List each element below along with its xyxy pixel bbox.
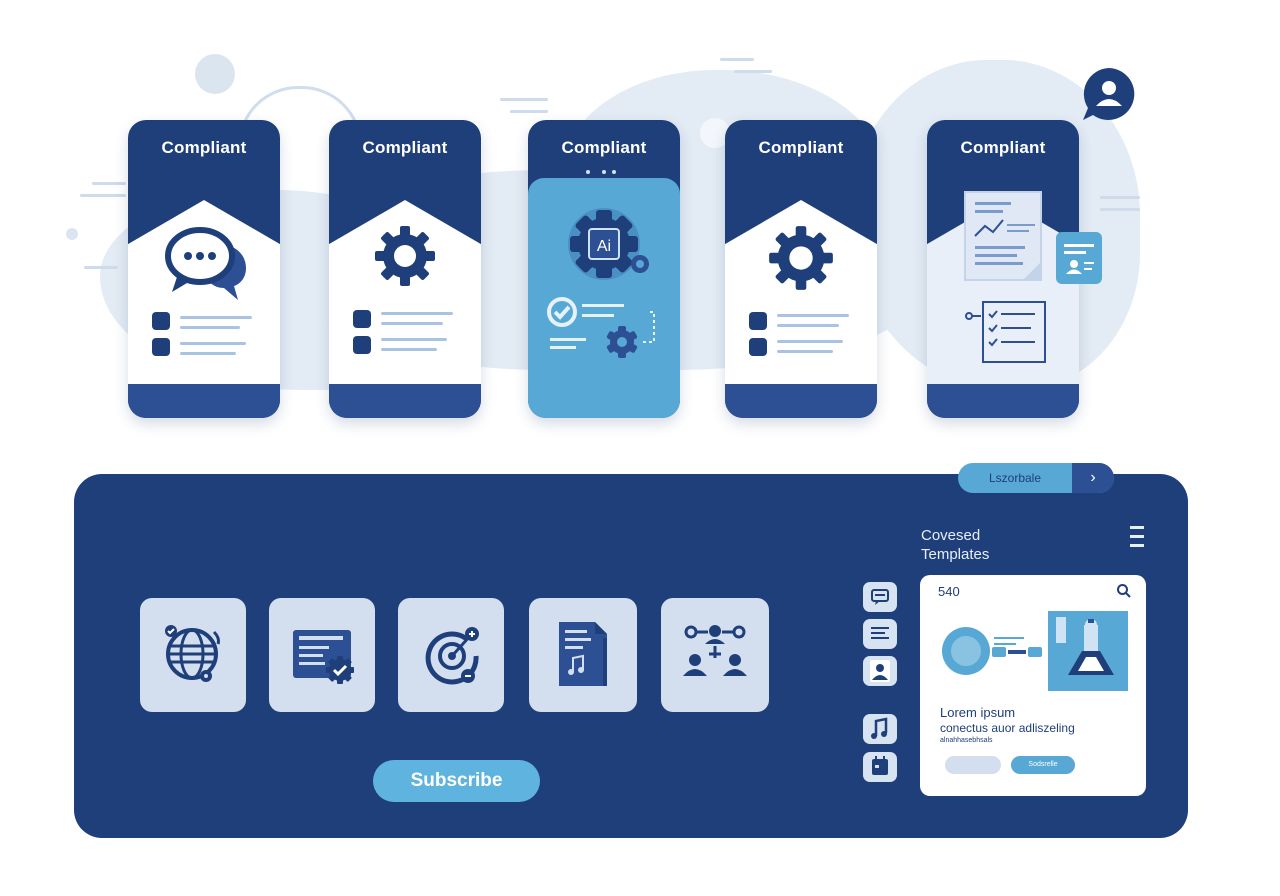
feature-tile-globe[interactable] xyxy=(140,598,246,712)
user-mini-icon xyxy=(749,312,767,330)
template-primary-button[interactable]: Sodsrelle xyxy=(1011,756,1075,774)
template-thumbnail xyxy=(1048,611,1128,691)
card-text-line xyxy=(381,348,437,351)
pill-label: Lszorbale xyxy=(988,471,1042,485)
templates-title: Covesed Templates xyxy=(921,526,989,564)
card-text-line xyxy=(180,326,240,329)
ai-chip-icon: Ai xyxy=(568,208,649,280)
message-icon xyxy=(871,589,889,605)
pin-mini-icon xyxy=(353,336,371,354)
contact-icon xyxy=(1064,244,1094,274)
gear-icon xyxy=(375,226,435,286)
background-dash xyxy=(720,58,754,61)
feature-tile-target[interactable] xyxy=(398,598,504,712)
compliance-card-document[interactable]: Compliant xyxy=(927,120,1079,418)
card-text-line xyxy=(180,342,246,345)
card-text-line xyxy=(381,312,453,315)
template-card[interactable]: 540 Lorem ipsum conectus auor adliszelin… xyxy=(920,575,1146,796)
card-text-line xyxy=(777,314,849,317)
card-text-line xyxy=(777,340,843,343)
background-dot xyxy=(66,228,78,240)
background-dash xyxy=(510,110,548,113)
card-text-line xyxy=(777,350,833,353)
feature-tile-team[interactable] xyxy=(661,598,769,712)
user-chat-icon xyxy=(1083,68,1135,120)
user-icon xyxy=(870,660,890,682)
template-heading: Lorem ipsum xyxy=(940,705,1016,720)
background-dash xyxy=(80,194,126,197)
card-text-line xyxy=(777,324,839,327)
side-icon-user[interactable] xyxy=(863,656,897,686)
close-mini-icon xyxy=(152,312,170,330)
check-settings-icon xyxy=(547,297,655,358)
side-icon-music[interactable] xyxy=(863,714,897,744)
text-lines-icon xyxy=(871,627,889,639)
template-number: 540 xyxy=(938,584,960,599)
calendar-mini-icon xyxy=(749,338,767,356)
feature-tile-document[interactable] xyxy=(529,598,637,712)
side-icon-text[interactable] xyxy=(863,619,897,649)
background-dot xyxy=(195,54,235,94)
gear-icon xyxy=(769,226,833,290)
card-title: Compliant xyxy=(758,138,844,157)
card-title: Compliant xyxy=(960,138,1046,157)
templates-title-line1: Covesed xyxy=(921,527,981,544)
globe-icon xyxy=(165,625,220,682)
compliance-card-gear[interactable]: Compliant xyxy=(329,120,481,418)
card-text-line xyxy=(381,338,447,341)
templates-title-line2: Templates xyxy=(921,546,990,563)
lock-mini-icon xyxy=(152,338,170,356)
pager-dots xyxy=(584,170,624,176)
background-dash xyxy=(92,182,126,185)
template-secondary-button[interactable] xyxy=(945,756,1001,774)
side-icon-message[interactable] xyxy=(863,582,897,612)
contact-card-icon xyxy=(1056,232,1102,284)
compliance-card-settings[interactable]: Compliant xyxy=(725,120,877,418)
search-icon[interactable] xyxy=(1116,583,1132,599)
record-mini-icon xyxy=(353,310,371,328)
music-document-icon xyxy=(559,622,607,686)
card-text-line xyxy=(180,316,252,319)
background-dash xyxy=(84,266,118,269)
template-caption: alnahhasebhsals xyxy=(940,737,993,744)
process-diagram-icon xyxy=(942,627,1042,675)
background-dash xyxy=(1100,208,1140,211)
calendar-icon xyxy=(872,756,888,775)
background-dash xyxy=(1100,196,1140,199)
card-title: Compliant xyxy=(362,138,448,157)
hamburger-menu-icon[interactable] xyxy=(1130,526,1144,550)
svg-text:Ai: Ai xyxy=(597,238,611,255)
card-footer xyxy=(128,384,280,418)
card-footer xyxy=(329,384,481,418)
chat-bubbles-icon xyxy=(165,227,246,300)
compliance-card-ai[interactable]: Compliant Ai xyxy=(528,120,680,418)
music-note-icon xyxy=(871,717,888,739)
checklist-icon xyxy=(965,301,1046,363)
team-network-icon xyxy=(683,625,747,676)
profile-badge[interactable] xyxy=(1081,66,1137,122)
compliance-card-chat[interactable]: Compliant xyxy=(128,120,280,418)
card-title: Compliant xyxy=(161,138,247,157)
side-icon-calendar[interactable] xyxy=(863,752,897,782)
feature-tile-checklist[interactable] xyxy=(269,598,375,712)
target-icon xyxy=(425,627,479,685)
document-chart-icon xyxy=(964,191,1042,281)
chevron-right-icon[interactable]: › xyxy=(1072,463,1114,493)
card-footer xyxy=(927,384,1079,418)
card-text-line xyxy=(381,322,443,325)
card-title: Compliant xyxy=(561,138,647,157)
background-dash xyxy=(500,98,548,101)
card-footer xyxy=(725,384,877,418)
lab-illustration-icon xyxy=(1056,617,1114,675)
template-subheading: conectus auor adliszeling xyxy=(940,721,1075,735)
subscribe-button[interactable]: Subscribe xyxy=(373,760,540,802)
card-text-line xyxy=(180,352,236,355)
top-pill-toolbar[interactable]: Lszorbale › xyxy=(958,463,1114,493)
checklist-monitor-icon xyxy=(293,630,354,684)
background-dash xyxy=(734,70,772,73)
